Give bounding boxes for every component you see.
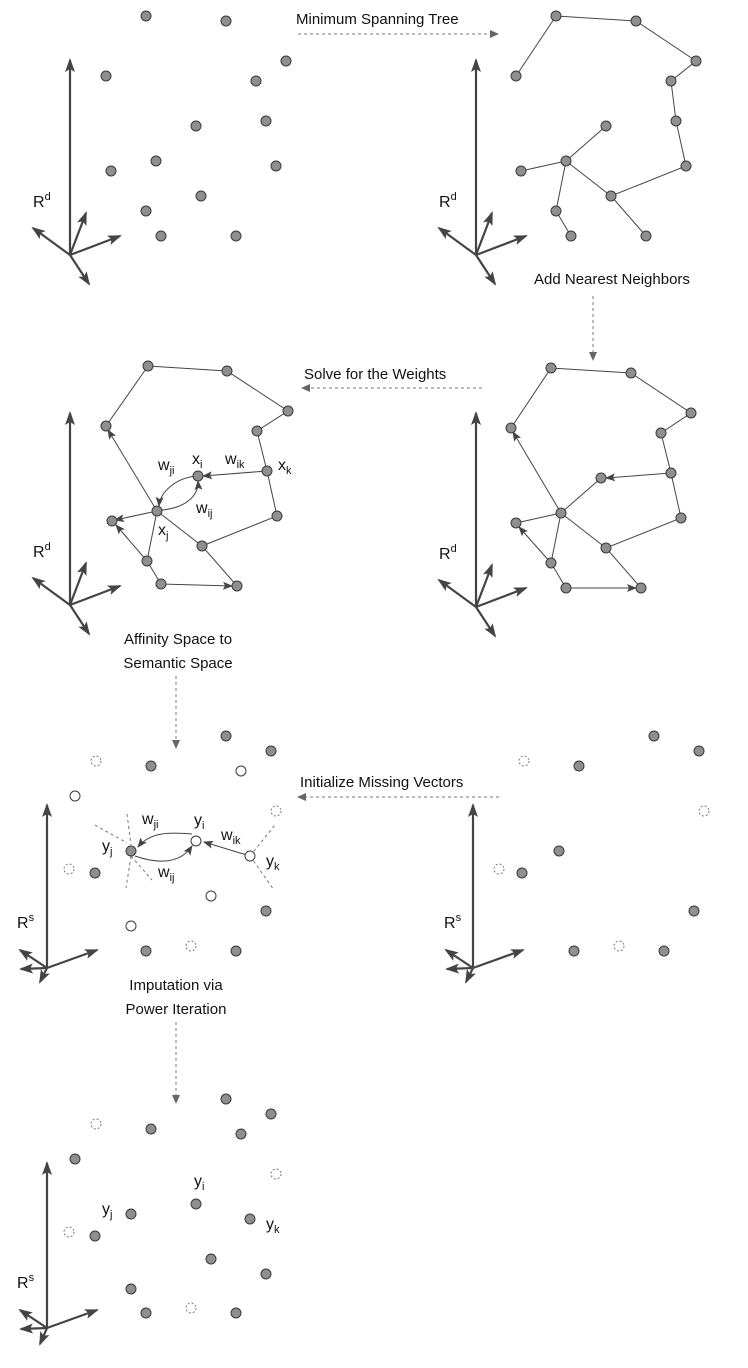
label-w-ij: wij: [195, 500, 212, 520]
nodes-missing-7: [63, 1118, 282, 1314]
caption-imputation-line-2: Power Iteration: [126, 1001, 227, 1018]
caption-initialize-missing-vectors: Initialize Missing Vectors: [300, 774, 463, 791]
axes-rs-7: [18, 1161, 99, 1346]
nodes-missing-6: [63, 755, 282, 952]
nodes-missing-5: [493, 755, 710, 952]
label-w-ij-6: wij: [157, 864, 174, 884]
caption-imputation-line-1: Imputation via: [129, 977, 223, 994]
space-label-rd-4: Rd: [33, 541, 51, 561]
edges-semantic: [134, 832, 251, 862]
label-x-j: xj: [158, 522, 168, 542]
axes-rs-5: [444, 803, 525, 984]
space-label-rd-3: Rd: [439, 543, 457, 563]
panel-imputation: Rs yi yj yk: [17, 1093, 282, 1346]
caption-solve-for-weights: Solve for the Weights: [304, 366, 446, 383]
label-y-j-6: yj: [102, 838, 112, 858]
nodes-known-6: [89, 730, 277, 957]
label-x-i: xi: [192, 451, 202, 471]
label-x-k: xk: [278, 457, 292, 477]
nodes-nn: [505, 362, 697, 594]
nodes-initialized-6: [69, 765, 256, 932]
space-label-rd-2: Rd: [439, 191, 457, 211]
label-w-ik: wik: [224, 451, 245, 471]
caption-add-nearest-neighbors: Add Nearest Neighbors: [534, 271, 690, 288]
label-y-i-6: yi: [194, 812, 204, 832]
panel-nearest-neighbors: Rd: [437, 362, 697, 638]
nodes-known-7: [69, 1093, 277, 1319]
panel-raw-points: Rd: [31, 10, 292, 286]
caption-minimum-spanning-tree: Minimum Spanning Tree: [296, 11, 459, 28]
panel-semantic: Rs yi yj yk wji wik wij: [17, 730, 282, 984]
label-y-k-6: yk: [266, 853, 280, 873]
axes-rd-2: [437, 58, 528, 286]
label-w-ji: wji: [157, 457, 174, 477]
caption-affinity-line-1: Affinity Space to: [124, 631, 232, 648]
space-label-rs-5: Rs: [444, 912, 462, 932]
caption-affinity-line-2: Semantic Space: [123, 655, 232, 672]
axes-rd-3: [437, 411, 528, 638]
axes-rs-6: [18, 803, 99, 984]
label-y-k-7: yk: [266, 1216, 280, 1236]
nodes-raw: [100, 10, 292, 242]
panel-initialize: Rs: [444, 730, 710, 984]
panel-weights: Rd xi xk xj wji wik wij: [31, 360, 294, 636]
nodes-weights: [100, 360, 294, 592]
space-label-rs-7: Rs: [17, 1272, 35, 1292]
axes-rd-1: [31, 58, 122, 286]
space-label-rd-1: Rd: [33, 191, 51, 211]
label-w-ik-6: wik: [220, 827, 241, 847]
nodes-mst: [510, 10, 702, 242]
flow-arrows: [172, 30, 597, 1104]
dashed-boundaries-6: [94, 813, 276, 891]
axes-rd-4: [31, 411, 122, 636]
label-y-j-7: yj: [102, 1201, 112, 1221]
nodes-known-5: [516, 730, 705, 957]
space-label-rs-6: Rs: [17, 912, 35, 932]
panel-mst: Rd: [437, 10, 702, 286]
label-y-i-7: yi: [194, 1173, 204, 1193]
label-w-ji-6: wji: [141, 811, 158, 831]
